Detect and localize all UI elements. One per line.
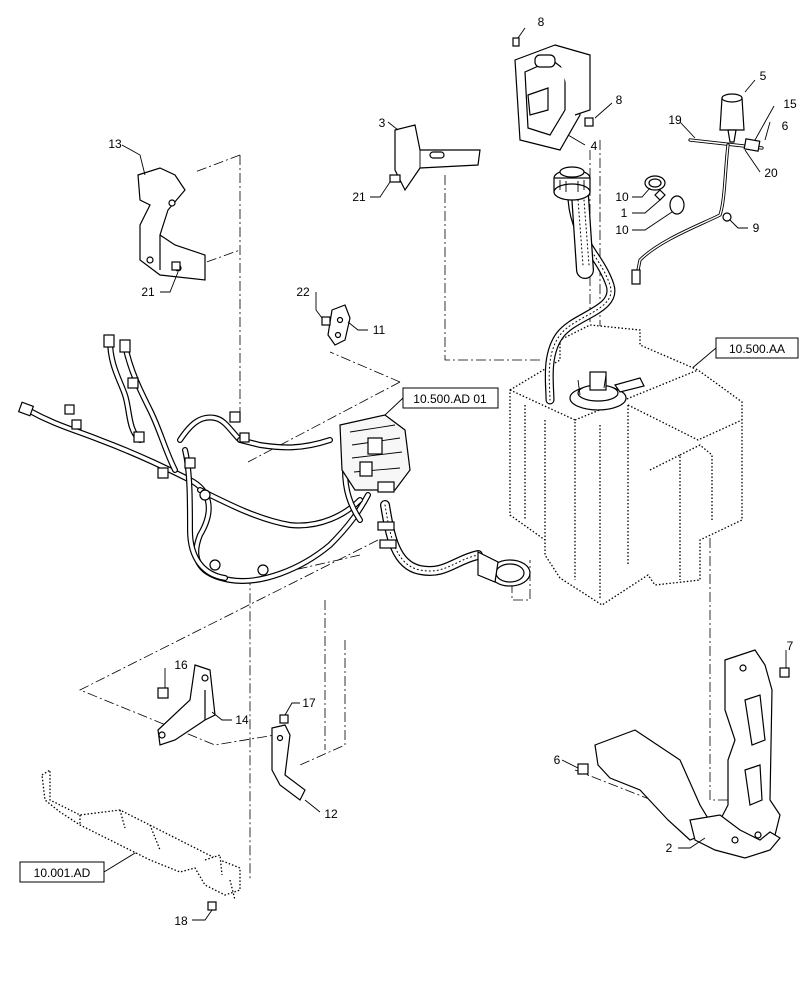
callout-19: 19 [668, 113, 682, 127]
callout-13: 13 [108, 137, 122, 151]
callout-16: 16 [174, 658, 188, 672]
filler-bracket [514, 44, 591, 151]
frame-rail [41, 768, 241, 901]
ref-box-frame[interactable]: 10.001.AD [19, 849, 141, 883]
callout-8-top: 8 [538, 15, 545, 29]
callout-7: 7 [787, 639, 794, 653]
callout-4: 4 [591, 139, 598, 153]
callout-9: 9 [753, 221, 760, 235]
callout-6-lower: 6 [554, 753, 561, 767]
callout-2: 2 [666, 841, 673, 855]
callout-17: 17 [302, 696, 316, 710]
bracket-12 [271, 714, 306, 801]
ref-text-tank: 10.500.AA [729, 342, 785, 356]
callout-10-lower: 10 [615, 223, 629, 237]
ref-box-tank[interactable]: 10.500.AA [689, 337, 799, 371]
fuel-tank [509, 324, 743, 606]
bracket-13 [137, 167, 206, 281]
callout-10-upper: 10 [615, 190, 629, 204]
callout-1: 1 [621, 206, 628, 220]
bracket-11 [321, 304, 351, 346]
callout-21-left: 21 [141, 285, 155, 299]
callout-6-top: 6 [782, 119, 789, 133]
bracket-3 [389, 124, 481, 192]
callout-22: 22 [296, 285, 310, 299]
callout-15: 15 [783, 97, 797, 111]
cap-and-vent-line [631, 93, 764, 285]
callout-5: 5 [760, 69, 767, 83]
wiring-harness [17, 334, 531, 587]
ref-text-harness: 10.500.AD 01 [413, 392, 487, 406]
callout-11: 11 [373, 323, 386, 337]
ref-text-frame: 10.001.AD [34, 866, 91, 880]
callout-numbers: 8 8 5 3 4 19 15 6 20 13 21 10 1 10 9 21 … [108, 15, 797, 928]
callout-12: 12 [324, 807, 338, 821]
callout-20: 20 [764, 166, 778, 180]
bracket-14 [157, 664, 216, 746]
callout-8-right: 8 [616, 93, 623, 107]
callout-3: 3 [379, 116, 386, 130]
filler-neck-hose [544, 166, 616, 405]
callout-18: 18 [174, 914, 188, 928]
tank-bracket [577, 649, 790, 859]
callout-21-top: 21 [352, 190, 366, 204]
callout-14: 14 [235, 713, 249, 727]
ref-box-harness[interactable]: 10.500.AD 01 [384, 387, 499, 416]
callout-leaders [121, 27, 787, 921]
